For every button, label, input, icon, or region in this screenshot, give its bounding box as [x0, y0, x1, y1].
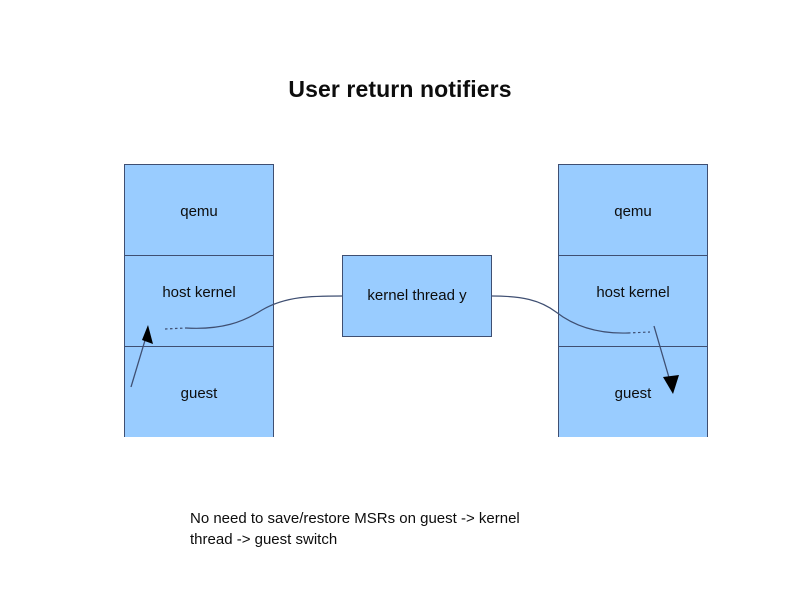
left-stack-row-guest: guest	[125, 346, 273, 437]
right-stack-box: qemu host kernel guest	[558, 164, 708, 437]
left-stack-box: qemu host kernel guest	[124, 164, 274, 437]
right-stack-label-qemu: qemu	[614, 203, 652, 220]
kernel-thread-label: kernel thread y	[367, 287, 467, 304]
left-stack-label-host-kernel: host kernel	[162, 284, 236, 301]
left-stack-label-qemu: qemu	[180, 203, 218, 220]
left-stack-row-host-kernel: host kernel	[125, 255, 273, 346]
left-stack-label-guest: guest	[180, 385, 218, 402]
caption-line-2: thread -> guest switch	[190, 531, 338, 548]
caption-block: No need to save/restore MSRs on guest ->…	[190, 508, 650, 550]
caption-line-1: No need to save/restore MSRs on guest ->…	[190, 510, 520, 527]
right-stack-label-guest: guest	[614, 385, 652, 402]
kernel-thread-box: kernel thread y	[342, 255, 492, 337]
left-stack-row-qemu: qemu	[125, 165, 273, 255]
right-stack-label-host-kernel: host kernel	[596, 284, 670, 301]
right-stack-row-qemu: qemu	[559, 165, 707, 255]
right-stack-row-host-kernel: host kernel	[559, 255, 707, 346]
page-title: User return notifiers	[288, 76, 512, 102]
right-stack-row-guest: guest	[559, 346, 707, 437]
